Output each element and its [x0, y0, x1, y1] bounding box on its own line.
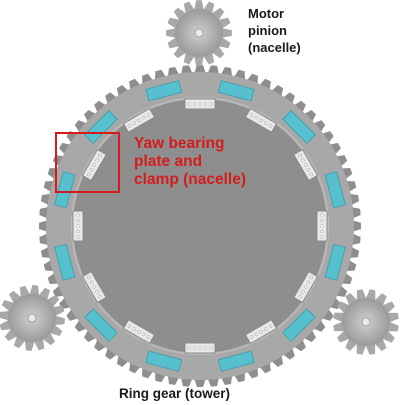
- bearing-pad: [54, 243, 76, 281]
- bearing-pad: [324, 171, 346, 209]
- motor-pinion-gear: [0, 285, 65, 351]
- motor-pinion-label-line: (nacelle): [248, 40, 301, 55]
- yaw-bearing-label-line: Yaw bearing: [134, 135, 225, 152]
- roller-clamp: [81, 270, 107, 304]
- bearing-pad: [145, 80, 183, 102]
- roller-clamp: [244, 107, 278, 133]
- ring-gear-inner-edge: [71, 97, 329, 355]
- bearing-pads: [54, 80, 346, 372]
- motor-pinion-label: Motor pinion (nacelle): [248, 5, 301, 56]
- bearing-pad: [282, 308, 316, 342]
- bearing-pad: [84, 308, 118, 342]
- motor-pinion-label-line: pinion: [248, 23, 287, 38]
- motor-pinion-gear: [166, 0, 232, 66]
- bearing-pad: [282, 110, 316, 144]
- roller-clamp: [81, 148, 107, 182]
- roller-clamp: [72, 210, 84, 242]
- bearing-pad: [145, 350, 183, 372]
- roller-clamp: [244, 319, 278, 345]
- motor-pinion-label-line: Motor: [248, 6, 285, 21]
- bearing-pad: [217, 350, 255, 372]
- yaw-bearing-label-line: clamp (nacelle): [134, 171, 246, 188]
- roller-clamp: [122, 319, 156, 345]
- yaw-bearing-label-line: plate and: [134, 153, 203, 170]
- center-crosshair: [180, 206, 220, 246]
- ring-gear-body: [46, 72, 354, 380]
- roller-clamp: [293, 148, 319, 182]
- roller-clamp: [184, 98, 216, 110]
- bearing-pad: [324, 243, 346, 281]
- bearing-pad: [217, 80, 255, 102]
- roller-clamp: [293, 270, 319, 304]
- roller-clamp: [316, 210, 328, 242]
- motor-pinion-gear: [333, 289, 399, 355]
- bearing-pad: [84, 110, 118, 144]
- ring-gear-label: Ring gear (tower): [119, 386, 231, 401]
- motor-pinions: [0, 0, 399, 355]
- roller-clamps: [72, 98, 328, 354]
- yaw-bearing-callout-box: [55, 132, 120, 193]
- roller-clamp: [184, 342, 216, 354]
- roller-clamp: [122, 107, 156, 133]
- yaw-bearing-label: Yaw bearing plate and clamp (nacelle): [134, 135, 246, 189]
